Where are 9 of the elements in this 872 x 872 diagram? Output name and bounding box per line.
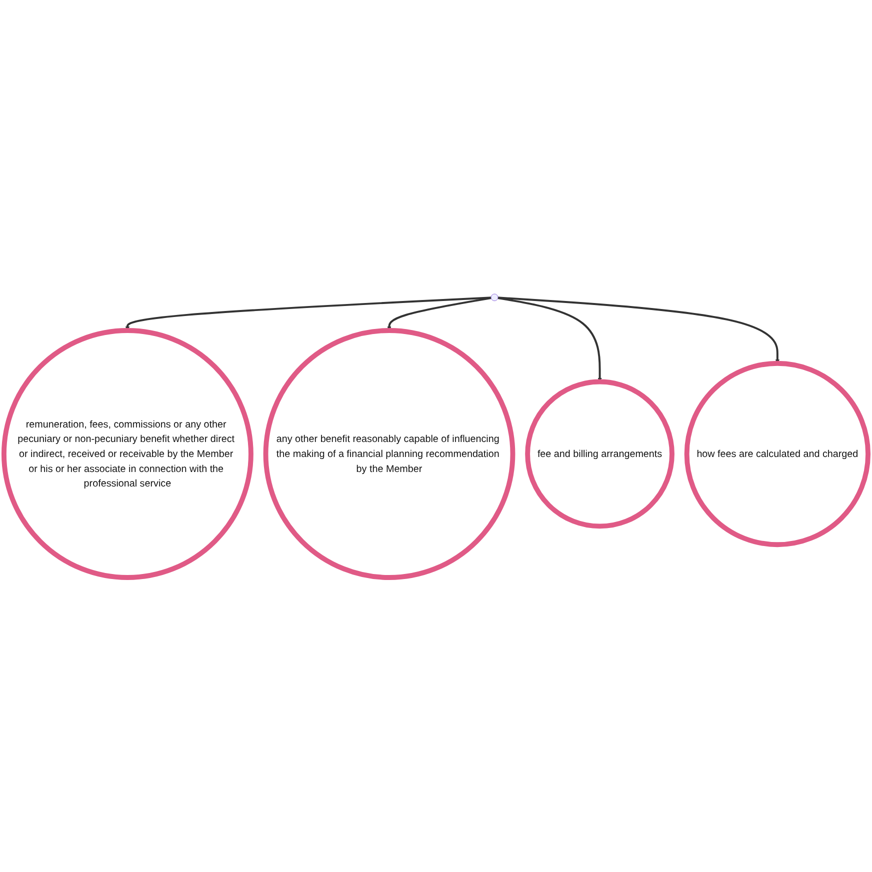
arrow	[498, 296, 780, 364]
node-circle	[490, 294, 498, 302]
arrow	[125, 296, 492, 331]
node-circle: remuneration, fees, commissions or any other pecuniary or non-pecuniary benefit whether direct or indirect, received or receivable by the Member or his or her associate in connection with the professional service	[1, 328, 254, 580]
arrow	[387, 297, 492, 331]
arrow	[498, 297, 602, 382]
node-circle: how fees are calculated and charged	[684, 361, 870, 548]
node-circle: fee and billing arrangements	[525, 380, 674, 529]
node-circle: any other benefit reasonably capable of influencing the making of a financial planning recommendation by the Member	[263, 328, 516, 580]
